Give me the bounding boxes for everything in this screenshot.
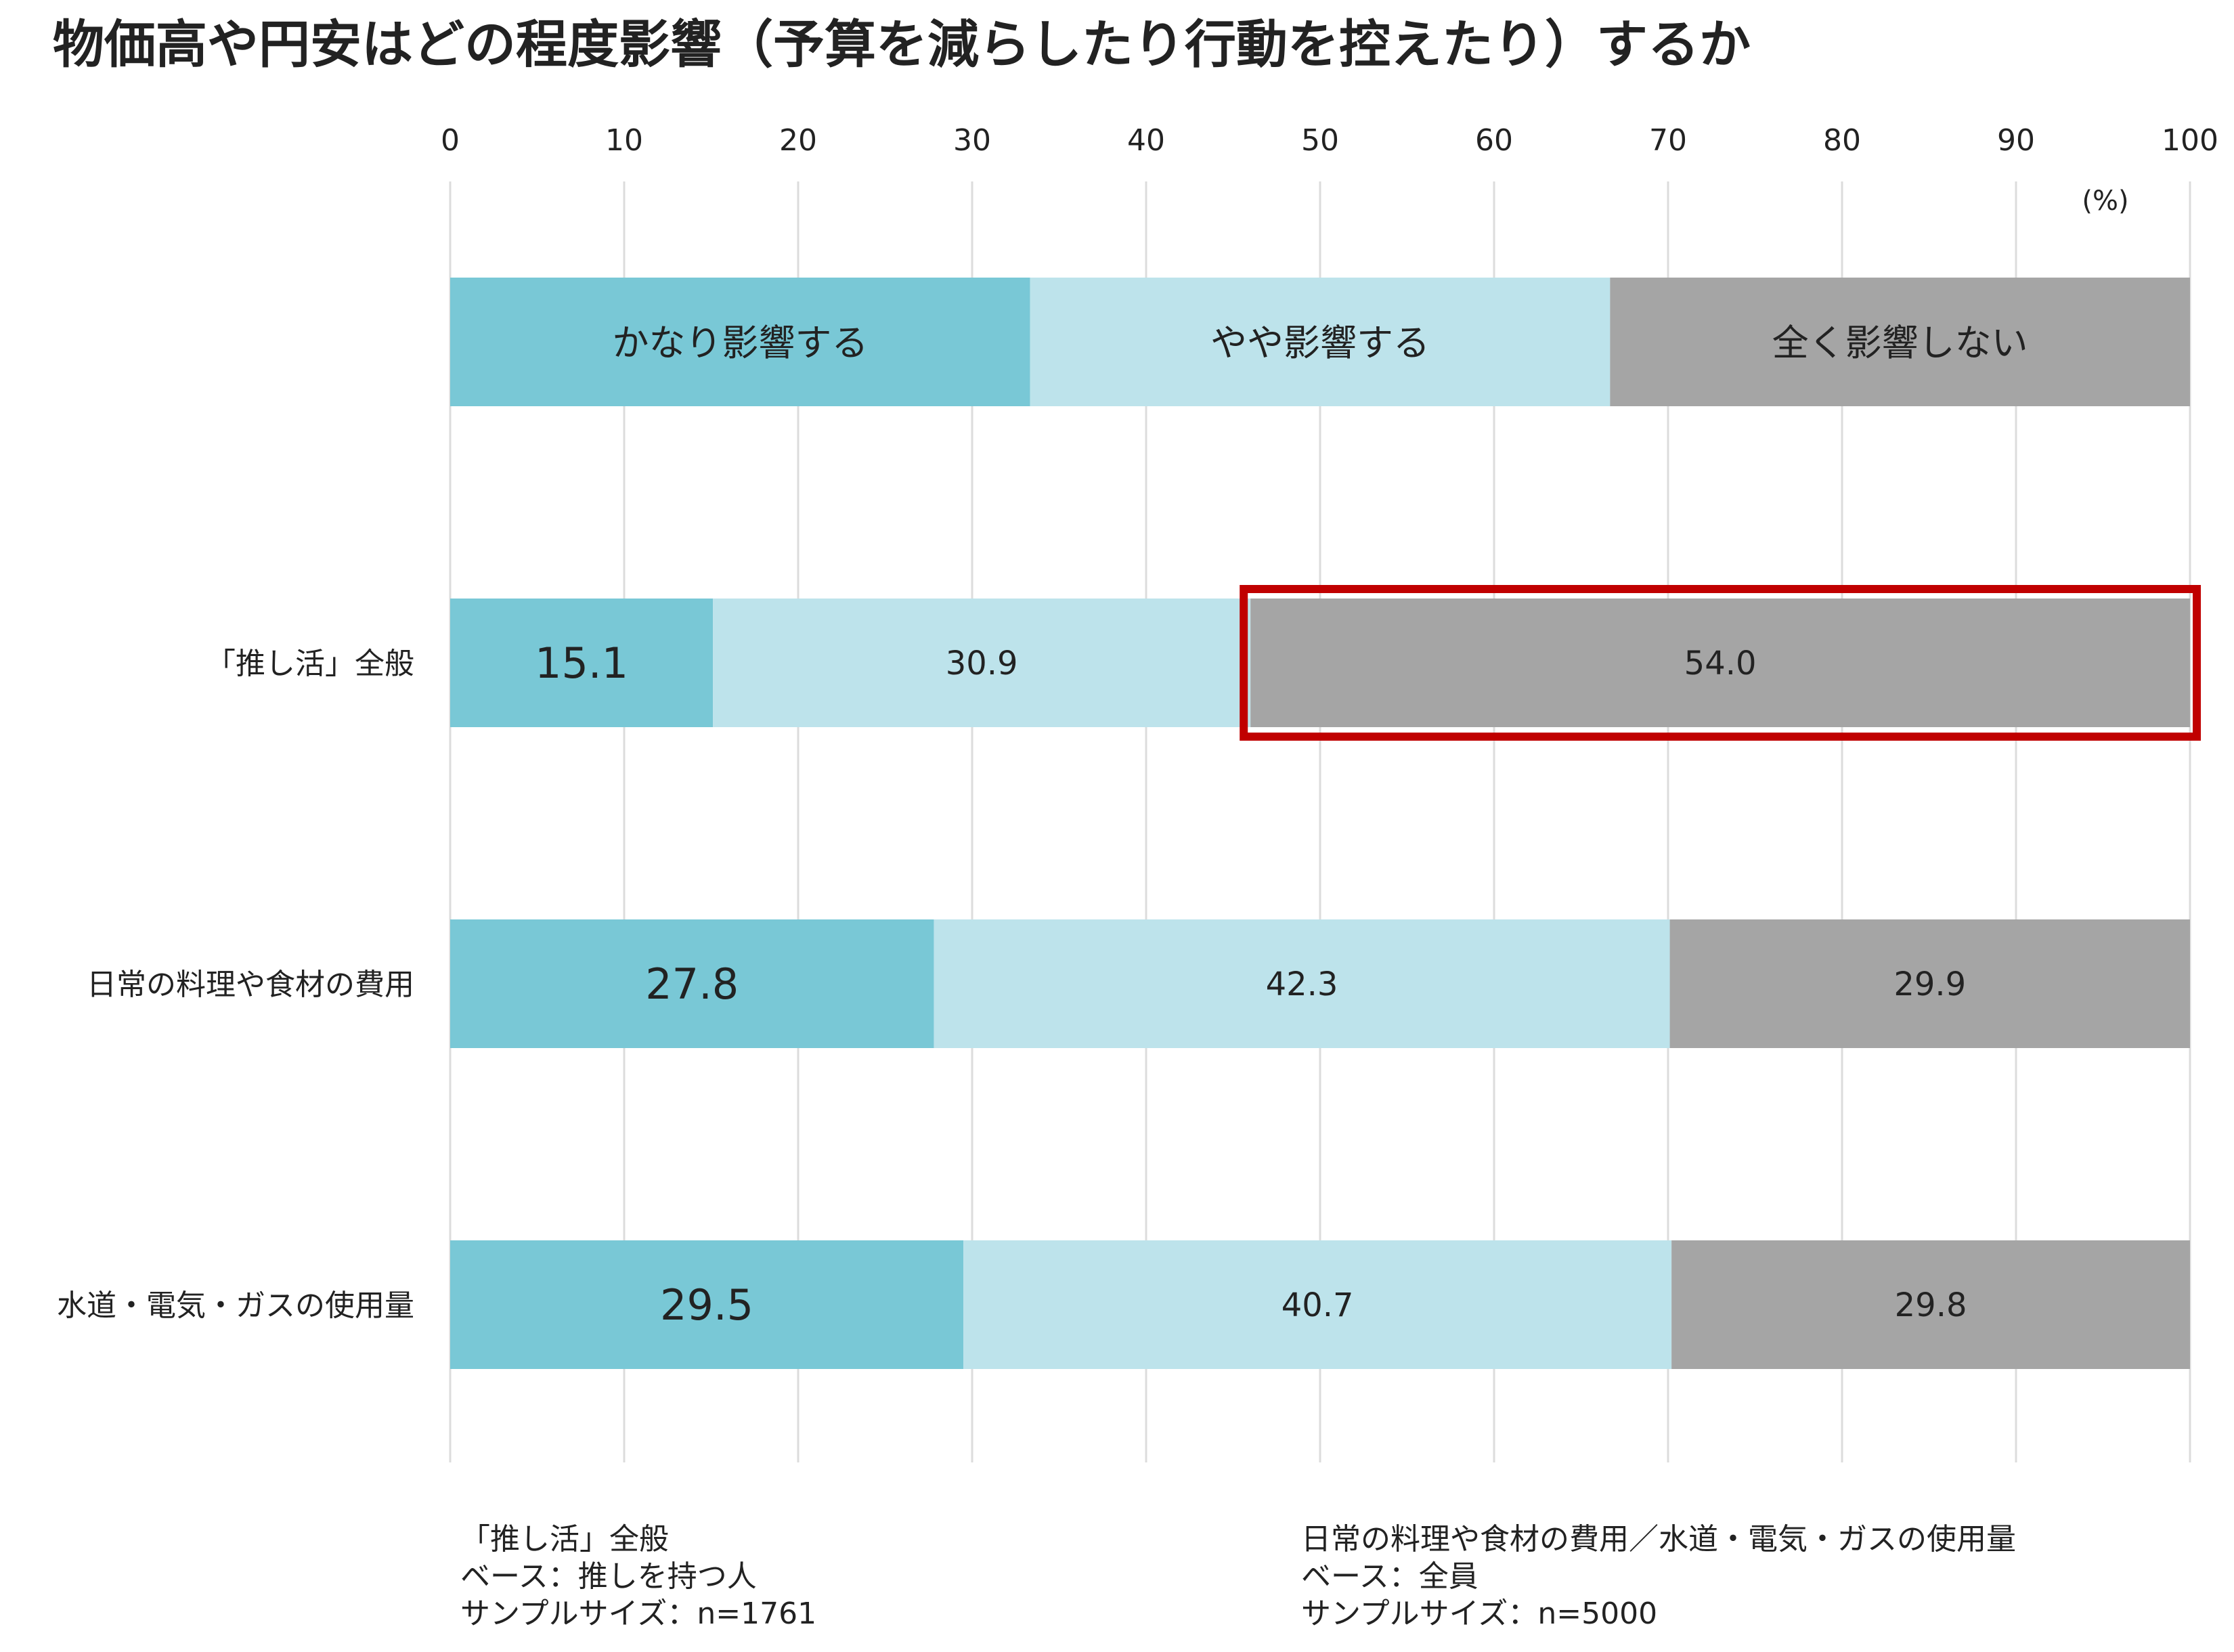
data-label: 29.5: [660, 1280, 753, 1330]
data-label: 40.7: [1282, 1286, 1354, 1324]
category-label: 水道・電気・ガスの使用量: [57, 1288, 414, 1323]
x-tick-label: 40: [1127, 123, 1165, 158]
bar-segment: [450, 919, 934, 1048]
legend-swatch-2: [1030, 278, 1611, 406]
bar-segment: [963, 1240, 1672, 1369]
x-tick-label: 10: [605, 123, 643, 158]
legend-swatch-3: [1610, 278, 2190, 406]
x-tick-label: 60: [1475, 123, 1513, 158]
x-tick-label: 70: [1649, 123, 1687, 158]
legend-swatch-1: [450, 278, 1030, 406]
data-label: 27.8: [645, 959, 739, 1009]
legend-label: かなり影響する: [612, 322, 868, 364]
footnote-line: サンプルサイズ：n=5000: [1301, 1596, 1657, 1631]
x-tick-label: 100: [2162, 123, 2218, 158]
bar-segment: [1250, 599, 2190, 727]
legend-bar: かなり影響する やや影響する 全く影響しない: [450, 278, 2190, 406]
x-tick-label: 30: [953, 123, 991, 158]
x-tick-label: 50: [1301, 123, 1339, 158]
data-label: 29.9: [1893, 965, 1966, 1003]
bar-segment: [1671, 1240, 2190, 1369]
x-axis-ticks: 0 10 20 30 40 50 60 70 80 90 100: [441, 123, 2218, 158]
axis-unit-label: (%): [2082, 186, 2128, 217]
footnote-line: ベース：推しを持つ人: [460, 1559, 757, 1594]
data-label: 54.0: [1684, 645, 1757, 682]
x-tick-label: 0: [441, 123, 460, 158]
x-tick-label: 80: [1823, 123, 1861, 158]
x-tick-label: 20: [779, 123, 817, 158]
footnote-line: 日常の料理や食材の費用／水道・電気・ガスの使用量: [1301, 1522, 2016, 1557]
data-label: 15.1: [535, 638, 628, 688]
bar-segment: [934, 919, 1670, 1048]
chart-title: 物価高や円安はどの程度影響（予算を減らしたり行動を控えたり）するか: [53, 14, 1751, 74]
bar-segment: [713, 599, 1251, 727]
data-label: 42.3: [1266, 965, 1338, 1003]
legend-label: やや影響する: [1210, 322, 1430, 364]
bar-segment: [450, 599, 714, 727]
bar-segment: [1669, 919, 2190, 1048]
footnote-line: 「推し活」全般: [460, 1522, 669, 1557]
category-label: 日常の料理や食材の費用: [87, 968, 414, 1002]
x-tick-label: 90: [1997, 123, 2035, 158]
category-label: 「推し活」全般: [206, 647, 414, 681]
highlight-box: [1240, 585, 2201, 741]
data-label: 29.8: [1895, 1286, 1967, 1324]
bars: 「推し活」全般 15.1 30.9 54.0 日常の料理や食材の費用 27.8 42.3 29…: [57, 585, 2201, 1369]
footnote-line: ベース：全員: [1301, 1559, 1479, 1594]
data-label: 30.9: [946, 645, 1018, 682]
bar-segment: [450, 1240, 964, 1369]
legend-label: 全く影響しない: [1772, 322, 2028, 364]
footnote-line: サンプルサイズ：n=1761: [460, 1596, 816, 1631]
